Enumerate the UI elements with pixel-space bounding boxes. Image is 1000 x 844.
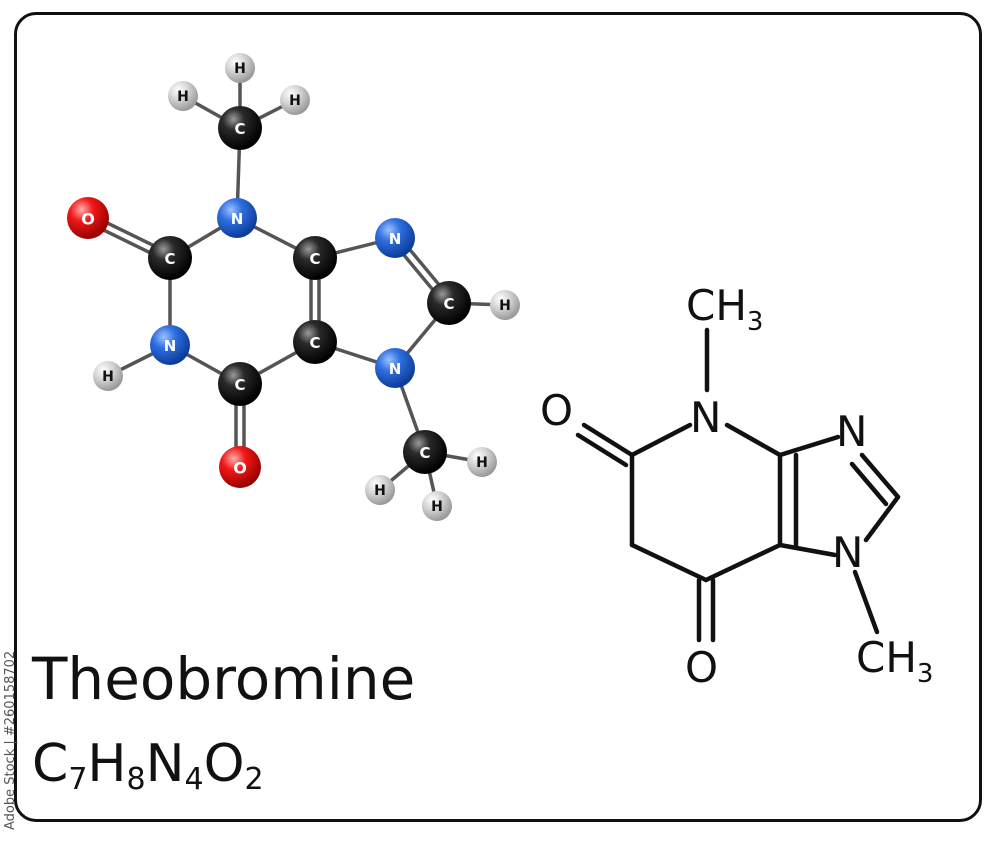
hydrogen-atom: H [93,361,123,391]
hydrogen-label: H [374,483,386,499]
formula-subscript: 2 [244,762,264,797]
oxygen-sphere [219,446,261,488]
nitrogen-label: N [389,230,402,248]
hydrogen-sphere [467,447,497,477]
hydrogen-label: H [102,369,114,385]
imidazole-top-nitrogen-label: N [836,407,867,456]
formula-element: H [87,734,127,794]
hydrogen-sphere [168,81,198,111]
oxygen-label: O [81,210,95,229]
carbon-sphere [293,236,337,280]
carbon-sphere [148,236,192,280]
nitrogen-sphere [217,198,257,238]
carbon-label: C [309,250,320,268]
ch3-top-label: CH3 [686,281,763,337]
hydrogen-label: H [499,298,511,314]
formula-element: O [203,734,245,794]
hydrogen-atom: H [280,85,310,115]
carbon-atom: C [218,362,262,406]
skeletal-bonds [575,327,901,643]
nitrogen-label: N [389,360,402,378]
hydrogen-atom: H [422,491,452,521]
nitrogen-atom: N [375,218,415,258]
diagram-frame [14,12,982,822]
left-oxygen-label: O [540,386,573,435]
hydrogen-label: H [289,93,301,109]
formula-subscript: 8 [126,762,146,797]
hydrogen-label: H [431,499,443,515]
hydrogen-sphere [93,361,123,391]
hydrogen-sphere [225,53,255,83]
formula-subscript: 4 [184,762,204,797]
hydrogen-atom: H [225,53,255,83]
oxygen-atom: O [67,197,109,239]
hydrogen-sphere [280,85,310,115]
carbon-atom: C [427,281,471,325]
carbon-sphere [218,362,262,406]
nitrogen-sphere [150,325,190,365]
carbon-atom: C [218,106,262,150]
stock-id-watermark: Adobe Stock | #260158702 [0,610,26,830]
molecular-formula: C7H8N4O2 [32,738,264,795]
ring-nitrogen-label: N [690,393,721,442]
oxygen-sphere [67,197,109,239]
formula-element: C [32,734,69,794]
hydrogen-atom: H [467,447,497,477]
carbon-sphere [293,320,337,364]
oxygen-atom: O [219,446,261,488]
carbon-atom: C [148,236,192,280]
bottom-oxygen-label: O [685,643,718,692]
nitrogen-label: N [231,210,244,228]
carbon-label: C [234,376,245,394]
ball-model-atoms: O C N C H H H C C N C H N C H H H C O N H [67,53,520,521]
skeletal-structure: CH3 N N N CH3 O O [540,281,933,692]
carbon-label: C [443,295,454,313]
hydrogen-label: H [177,89,189,105]
hydrogen-sphere [422,491,452,521]
carbon-atom: C [293,236,337,280]
hydrogen-sphere [490,290,520,320]
hydrogen-label: H [234,61,246,77]
hydrogen-sphere [365,475,395,505]
carbon-label: C [419,444,430,462]
compound-name: Theobromine [32,645,416,713]
oxygen-label: O [233,459,247,478]
imidazole-bottom-nitrogen-label: N [832,528,863,577]
nitrogen-atom: N [375,348,415,388]
nitrogen-atom: N [217,198,257,238]
nitrogen-atom: N [150,325,190,365]
carbon-sphere [427,281,471,325]
nitrogen-sphere [375,218,415,258]
carbon-label: C [234,120,245,138]
formula-subscript: 7 [68,762,88,797]
nitrogen-sphere [375,348,415,388]
hydrogen-atom: H [490,290,520,320]
hydrogen-atom: H [365,475,395,505]
carbon-atom: C [403,430,447,474]
carbon-label: C [309,334,320,352]
nitrogen-label: N [164,337,177,355]
stock-id-text: Adobe Stock | #260158702 [3,650,18,830]
carbon-sphere [403,430,447,474]
hydrogen-atom: H [168,81,198,111]
ch3-bottom-label: CH3 [856,633,933,689]
carbon-label: C [164,250,175,268]
carbon-atom: C [293,320,337,364]
formula-element: N [145,734,185,794]
hydrogen-label: H [476,455,488,471]
carbon-sphere [218,106,262,150]
